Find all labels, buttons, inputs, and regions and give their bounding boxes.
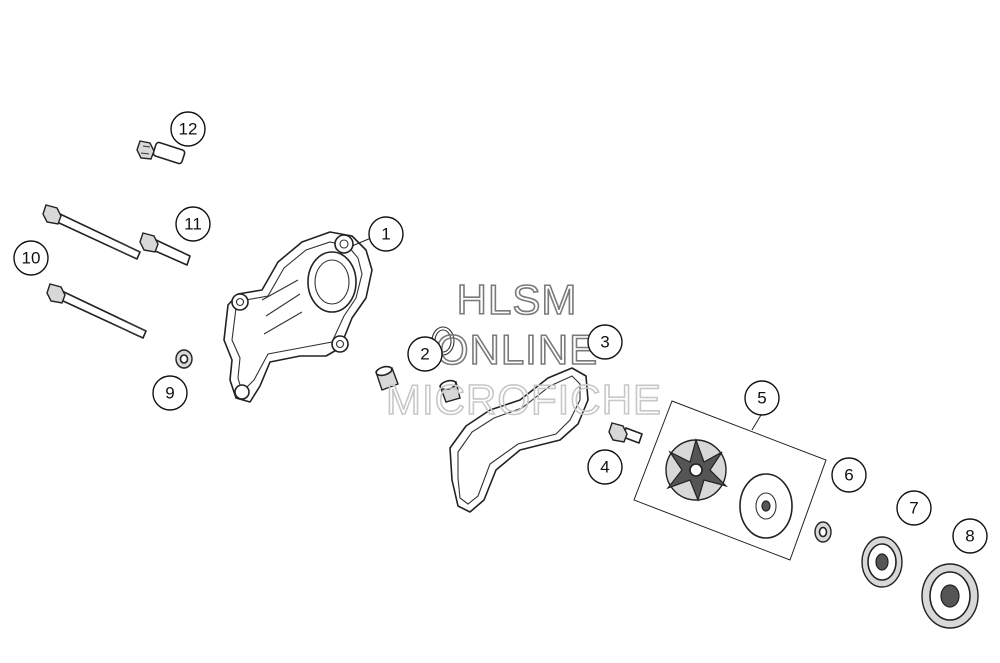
watermark-line-1: HLSM bbox=[457, 276, 578, 323]
callout-3-label: 3 bbox=[600, 333, 609, 352]
callout-6-label: 6 bbox=[844, 466, 853, 485]
pump-cover-1-drawing bbox=[223, 231, 373, 403]
callout-11[interactable]: 11 bbox=[175, 206, 211, 242]
bolt-12-drawing bbox=[136, 140, 186, 165]
callout-8[interactable]: 8 bbox=[952, 518, 988, 554]
callout-8-label: 8 bbox=[965, 527, 974, 546]
washer-9-drawing bbox=[175, 349, 193, 369]
bolt-10-upper-drawing bbox=[42, 204, 141, 260]
callout-12-label: 12 bbox=[179, 120, 198, 139]
callout-2-label: 2 bbox=[420, 345, 429, 364]
bearing-8-drawing bbox=[921, 563, 979, 629]
dowel-sleeve-left-drawing bbox=[375, 365, 399, 391]
callout-11-label: 11 bbox=[184, 215, 202, 234]
bearing-7-drawing bbox=[861, 536, 903, 588]
washer-6-drawing bbox=[814, 521, 832, 543]
callout-6[interactable]: 6 bbox=[831, 457, 867, 493]
callout-10[interactable]: 10 bbox=[13, 240, 49, 276]
callout-1[interactable]: 1 bbox=[368, 216, 404, 252]
callout-5[interactable]: 5 bbox=[744, 380, 780, 416]
watermark-line-2: ONLINE bbox=[436, 326, 598, 373]
watermark: HLSM ONLINE MICROFICHE bbox=[385, 275, 662, 424]
callout-4[interactable]: 4 bbox=[587, 449, 623, 485]
leader-lines bbox=[351, 237, 762, 431]
callout-10-label: 10 bbox=[22, 249, 41, 268]
dowel-sleeve-right-drawing bbox=[439, 379, 461, 403]
callout-1-label: 1 bbox=[381, 225, 390, 244]
callout-2[interactable]: 2 bbox=[407, 336, 443, 372]
callout-4-label: 4 bbox=[600, 458, 609, 477]
watermark-line-3: MICROFICHE bbox=[386, 376, 662, 423]
callout-12[interactable]: 12 bbox=[170, 111, 206, 147]
callout-9-label: 9 bbox=[165, 384, 174, 403]
callout-3[interactable]: 3 bbox=[587, 324, 623, 360]
bolt-11-drawing bbox=[139, 232, 191, 266]
gasket-3-drawing bbox=[449, 367, 589, 513]
callout-7-label: 7 bbox=[909, 499, 918, 518]
bolt-10-lower-drawing bbox=[46, 283, 147, 339]
impeller-kit-5-drawing bbox=[633, 400, 827, 561]
bolt-4-drawing bbox=[608, 422, 643, 444]
callout-7[interactable]: 7 bbox=[896, 490, 932, 526]
callout-5-label: 5 bbox=[757, 389, 766, 408]
callout-9[interactable]: 9 bbox=[152, 375, 188, 411]
